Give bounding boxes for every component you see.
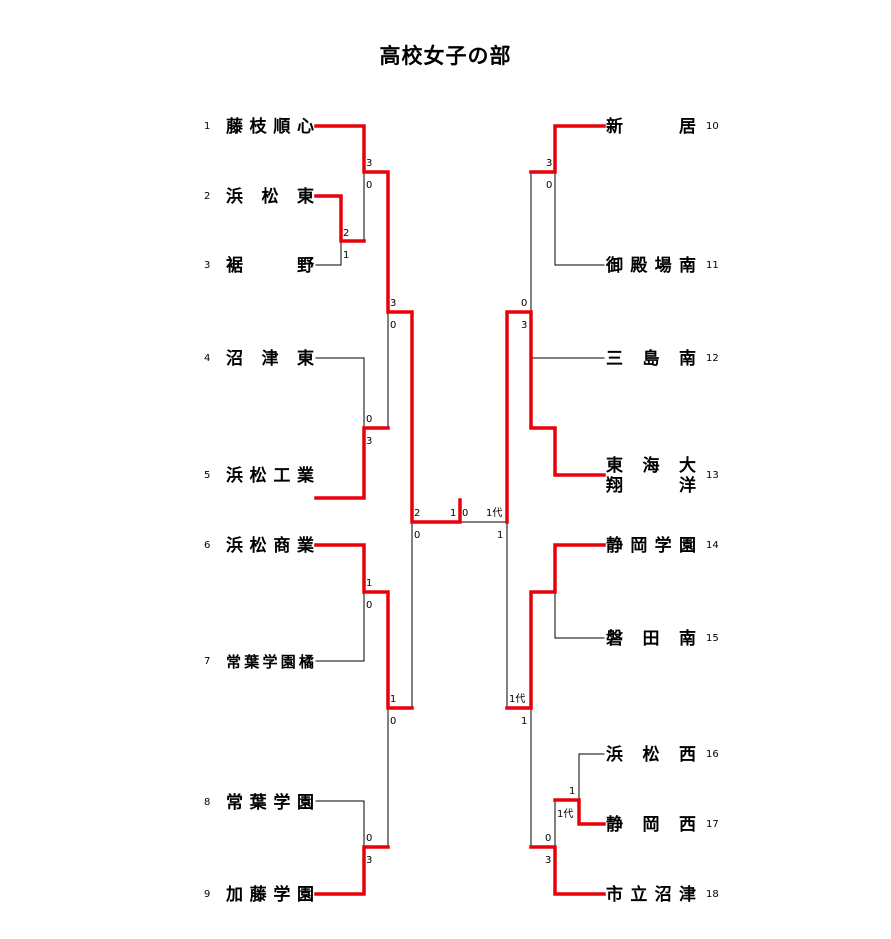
score-label: 2 <box>343 228 349 239</box>
winner-path <box>314 124 462 524</box>
winner-path <box>505 310 606 524</box>
bracket-line <box>530 707 556 848</box>
winner-path <box>553 798 606 826</box>
team-name: 加藤学園 <box>226 885 314 905</box>
score-label: 3 <box>545 855 551 866</box>
bracket-line <box>554 171 605 266</box>
score-label: 1代 <box>509 693 525 705</box>
team-name: 御殿場南 <box>606 256 696 276</box>
score-label: 0 <box>390 320 396 331</box>
score-label: 3 <box>546 158 552 169</box>
score-label: 0 <box>462 508 468 519</box>
seed-number: 4 <box>204 353 211 364</box>
team-name: 新居 <box>606 117 696 137</box>
team-name: 裾野 <box>226 256 314 276</box>
bracket-line <box>315 800 365 848</box>
winner-path <box>314 543 414 710</box>
seed-number: 8 <box>204 797 211 808</box>
seed-number: 17 <box>706 819 719 830</box>
score-label: 0 <box>390 716 396 727</box>
score-label: 3 <box>366 158 372 169</box>
score-label: 0 <box>366 414 372 425</box>
seed-number: 3 <box>204 260 211 271</box>
team-name: 市立沼津 <box>606 885 696 905</box>
team-name: 静岡学園 <box>606 536 696 556</box>
seed-number: 16 <box>706 749 719 760</box>
score-label: 1 <box>366 578 372 589</box>
seed-number: 11 <box>706 260 719 271</box>
score-label: 3 <box>366 855 372 866</box>
seed-number: 6 <box>204 540 211 551</box>
score-label: 1 <box>569 786 575 797</box>
seed-number: 2 <box>204 191 211 202</box>
seed-number: 14 <box>706 540 719 551</box>
score-label: 0 <box>366 833 372 844</box>
score-label: 0 <box>414 530 420 541</box>
seed-number: 13 <box>706 470 719 481</box>
team-name: 浜松東 <box>226 187 314 207</box>
winner-path <box>314 845 390 896</box>
score-label: 1代 <box>486 507 502 519</box>
team-name: 磐田南 <box>606 629 696 649</box>
seed-number: 9 <box>204 889 211 900</box>
team-name: 浜松西 <box>606 745 696 765</box>
seed-number: 10 <box>706 121 719 132</box>
winner-path <box>505 543 606 710</box>
score-label: 1 <box>521 716 527 727</box>
bracket-line <box>530 357 605 429</box>
page-title: 高校女子の部 <box>379 44 512 68</box>
score-label: 1 <box>450 508 456 519</box>
team-name: 翔洋 <box>606 476 696 496</box>
team-name: 浜松商業 <box>226 536 314 556</box>
bracket-line <box>578 753 605 801</box>
winner-path <box>314 426 390 500</box>
score-label: 0 <box>545 833 551 844</box>
bracket-line <box>315 357 365 429</box>
winner-path <box>529 845 606 896</box>
score-label: 0 <box>521 298 527 309</box>
bracket-line <box>315 591 365 662</box>
team-name: 静岡西 <box>606 815 696 835</box>
team-name: 常葉学園 <box>226 793 314 813</box>
seed-number: 12 <box>706 353 719 364</box>
score-label: 0 <box>546 180 552 191</box>
score-label: 1 <box>343 250 349 261</box>
seed-number: 1 <box>204 121 211 132</box>
bracket-line <box>554 591 605 639</box>
score-label: 3 <box>390 298 396 309</box>
team-name: 沼津東 <box>226 349 314 369</box>
team-name: 藤枝順心 <box>226 117 314 137</box>
score-label: 1代 <box>557 808 573 820</box>
score-label: 1 <box>390 694 396 705</box>
score-label: 0 <box>366 600 372 611</box>
score-label: 3 <box>521 320 527 331</box>
score-label: 3 <box>366 436 372 447</box>
team-name: 三島南 <box>606 349 696 369</box>
seed-number: 15 <box>706 633 719 644</box>
winner-path <box>529 124 606 174</box>
seed-number: 5 <box>204 470 211 481</box>
score-label: 1 <box>497 530 503 541</box>
score-label: 2 <box>414 508 420 519</box>
team-name: 東海大 <box>606 456 696 476</box>
bracket-line <box>315 240 342 266</box>
score-label: 0 <box>366 180 372 191</box>
team-name: 浜松工業 <box>226 466 314 486</box>
team-name: 常葉学園橘 <box>226 653 314 671</box>
winner-path <box>314 194 366 243</box>
seed-number: 7 <box>204 656 211 667</box>
seed-number: 18 <box>706 889 719 900</box>
